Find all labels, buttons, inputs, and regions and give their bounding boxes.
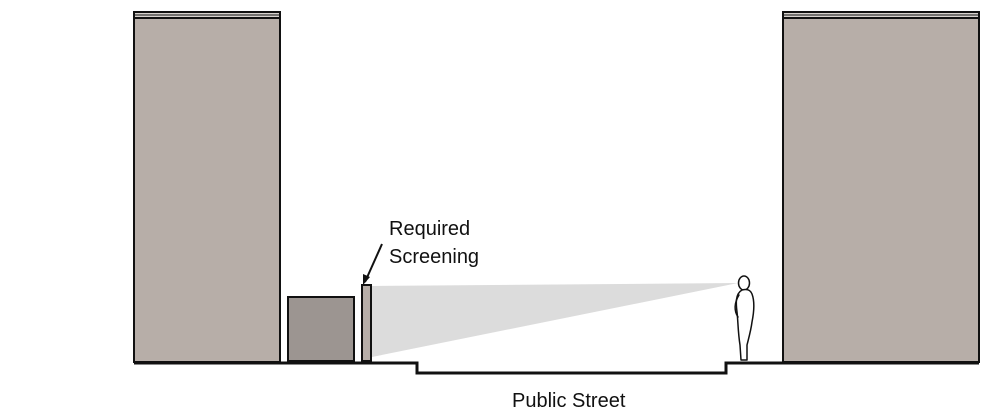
street-label: Public Street bbox=[512, 390, 626, 412]
sightline-cone bbox=[372, 283, 738, 357]
equipment-box bbox=[287, 296, 355, 362]
required-label-line2: Screening bbox=[389, 246, 479, 268]
screening-wall bbox=[361, 284, 372, 362]
person-icon bbox=[734, 275, 755, 361]
left-building bbox=[133, 11, 281, 363]
arrow-icon bbox=[363, 243, 383, 285]
right-building bbox=[782, 11, 980, 363]
ground-line bbox=[134, 361, 979, 375]
required-label-line1: Required bbox=[389, 218, 470, 240]
